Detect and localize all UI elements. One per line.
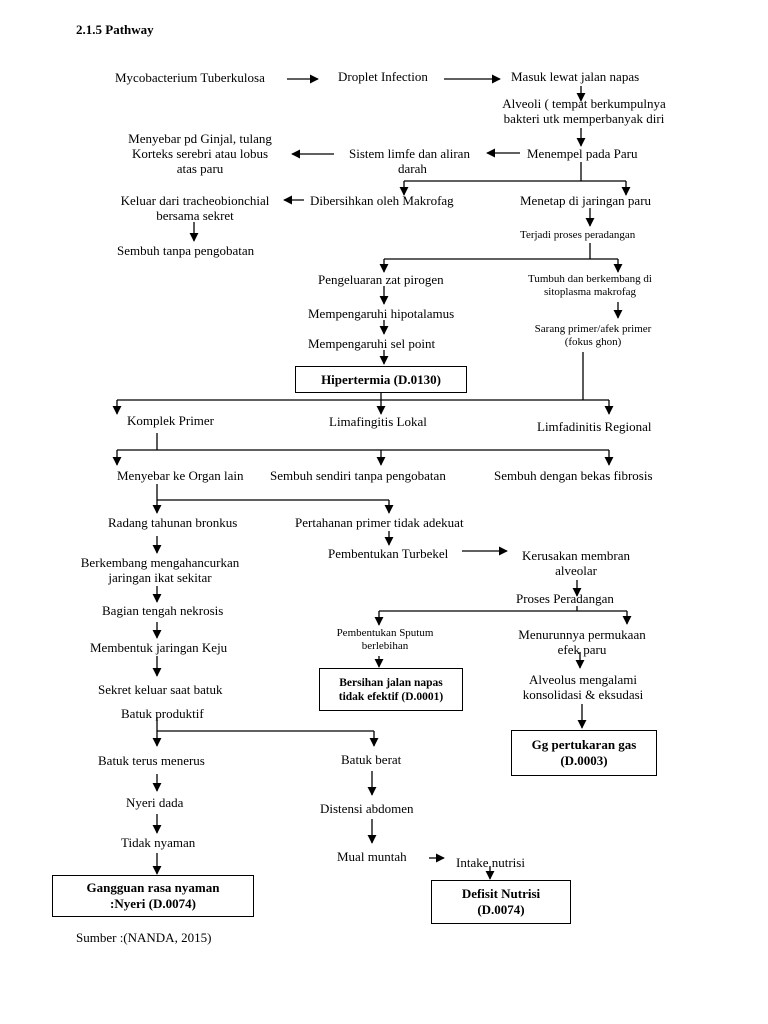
node-menurun-line1: Menurunnya permukaan [518, 627, 646, 642]
node-alveolus-line1: Alveolus mengalami [529, 672, 637, 687]
node-alveoli-line1: Alveoli ( tempat berkumpulnya [502, 96, 666, 111]
node-komplek-primer: Komplek Primer [127, 413, 215, 428]
node-sekret-keluar: Sekret keluar saat batuk [98, 682, 223, 697]
node-berkembang-line1: Berkembang mengahancurkan [80, 555, 240, 570]
node-pertahanan-primer: Pertahanan primer tidak adekuat [295, 515, 464, 530]
node-alveoli-line2: bakteri utk memperbanyak diri [503, 111, 665, 126]
node-limafingitis-lokal: Limafingitis Lokal [329, 414, 427, 429]
node-keluar-line1: Keluar dari tracheobionchial [120, 193, 270, 208]
node-nyeri-dada: Nyeri dada [126, 795, 184, 810]
node-radang-bronkus: Radang tahunan bronkus [108, 515, 238, 530]
node-menurun-line2: efek paru [557, 642, 607, 657]
diagnosis-nyeri-line2: :Nyeri (D.0074) [110, 896, 196, 911]
node-sputum-line1: Pembentukan Sputum [336, 627, 434, 639]
node-masuk-jalan-napas: Masuk lewat jalan napas [511, 69, 640, 84]
diagnosis-gg-line2: (D.0003) [560, 753, 608, 768]
node-menyebar-line2: Korteks serebri atau lobus [131, 146, 269, 161]
node-proses-peradangan: Proses Peradangan [516, 591, 614, 606]
source-citation: Sumber :(NANDA, 2015) [76, 930, 212, 945]
node-menurunnya-permukaan: Menurunnya permukaan efek paru [510, 627, 654, 657]
node-sistem-limfe: Sistem limfe dan aliran darah [349, 146, 470, 176]
node-kerusakan-line1: Kerusakan membran [522, 548, 630, 563]
node-menetap-jaringan: Menetap di jaringan paru [520, 193, 652, 208]
node-pengeluaran-pirogen: Pengeluaran zat pirogen [318, 272, 444, 287]
diagnosis-gg-pertukaran-gas: Gg pertukaran gas (D.0003) [511, 730, 657, 776]
diagnosis-defisit-nutrisi: Defisit Nutrisi (D.0074) [431, 880, 571, 924]
node-sputum-line2: berlebihan [361, 640, 409, 652]
node-alveoli: Alveoli ( tempat berkumpulnya bakteri ut… [486, 96, 682, 126]
diagnosis-nyeri-line1: Gangguan rasa nyaman [86, 880, 220, 895]
node-jaringan-keju: Membentuk jaringan Keju [90, 640, 228, 655]
node-sarang-primer: Sarang primer/afek primer (fokus ghon) [518, 323, 668, 349]
node-keluar-line2: bersama sekret [156, 208, 234, 223]
diagnosis-bersihan-line1: Bersihan jalan napas [339, 676, 443, 689]
node-mempengaruhi-hipotalamus: Mempengaruhi hipotalamus [308, 306, 455, 321]
node-pembentukan-turbekel: Pembentukan Turbekel [328, 546, 449, 561]
node-sarang-line1: Sarang primer/afek primer [534, 323, 652, 335]
node-mycobacterium: Mycobacterium Tuberkulosa [115, 70, 265, 85]
diagnosis-bersihan-line2: tidak efektif (D.0001) [338, 690, 444, 703]
node-kerusakan-membran: Kerusakan membran alveolar [508, 548, 644, 578]
node-pembentukan-sputum: Pembentukan Sputum berlebihan [326, 627, 444, 653]
node-intake-nutrisi: Intake nutrisi [456, 855, 525, 870]
node-batuk-berat: Batuk berat [341, 752, 402, 767]
node-sembuh-fibrosis: Sembuh dengan bekas fibrosis [494, 468, 653, 483]
node-distensi-abdomen: Distensi abdomen [320, 801, 414, 816]
diagnosis-gangguan-rasa-nyaman: Gangguan rasa nyaman :Nyeri (D.0074) [52, 875, 254, 917]
node-tidak-nyaman: Tidak nyaman [121, 835, 196, 850]
node-alveolus-line2: konsolidasi & eksudasi [522, 687, 644, 702]
node-mempengaruhi-sel-point: Mempengaruhi sel point [308, 336, 436, 351]
diagnosis-defisit-line2: (D.0074) [477, 902, 525, 917]
node-batuk-produktif: Batuk produktif [121, 706, 204, 721]
diagnosis-hipertermia: Hipertermia (D.0130) [295, 366, 467, 393]
node-tumbuh-line1: Tumbuh dan berkembang di [528, 273, 652, 285]
node-tumbuh-line2: sitoplasma makrofag [544, 286, 636, 298]
diagnosis-bersihan-jalan-napas: Bersihan jalan napas tidak efektif (D.00… [319, 668, 463, 711]
node-sistem-line1: Sistem limfe dan aliran [349, 146, 470, 161]
diagnosis-gg-line1: Gg pertukaran gas [531, 737, 637, 752]
section-heading: 2.1.5 Pathway [76, 22, 154, 37]
diagnosis-defisit-line1: Defisit Nutrisi [461, 886, 541, 901]
node-mual-muntah: Mual muntah [337, 849, 407, 864]
node-menyebar-line3: atas paru [176, 161, 224, 176]
node-sembuh-sendiri: Sembuh sendiri tanpa pengobatan [270, 468, 446, 483]
node-sarang-line2: (fokus ghon) [564, 336, 622, 348]
node-keluar-tracheo: Keluar dari tracheobionchial bersama sek… [108, 193, 282, 223]
node-menyebar-ginjal: Menyebar pd Ginjal, tulang Korteks sereb… [108, 131, 292, 176]
node-alveolus-konsolidasi: Alveolus mengalami konsolidasi & eksudas… [504, 672, 662, 702]
node-dibersihkan-makrofag: Dibersihkan oleh Makrofag [310, 193, 454, 208]
node-menempel-paru: Menempel pada Paru [527, 146, 638, 161]
node-droplet-infection: Droplet Infection [338, 69, 428, 84]
node-menyebar-line1: Menyebar pd Ginjal, tulang [128, 131, 272, 146]
node-berkembang-line2: jaringan ikat sekitar [108, 570, 212, 585]
node-batuk-terus: Batuk terus menerus [98, 753, 205, 768]
node-menyebar-organ: Menyebar ke Organ lain [117, 468, 244, 483]
node-sistem-line2: darah [398, 161, 427, 176]
node-kerusakan-line2: alveolar [555, 563, 597, 578]
node-tumbuh-berkembang: Tumbuh dan berkembang di sitoplasma makr… [510, 273, 670, 299]
node-terjadi-peradangan: Terjadi proses peradangan [520, 229, 636, 241]
node-berkembang-menghancurkan: Berkembang mengahancurkan jaringan ikat … [70, 555, 250, 585]
node-nekrosis: Bagian tengah nekrosis [102, 603, 224, 618]
node-sembuh-tanpa: Sembuh tanpa pengobatan [117, 243, 255, 258]
node-limfadinitis-regional: Limfadinitis Regional [537, 419, 652, 434]
